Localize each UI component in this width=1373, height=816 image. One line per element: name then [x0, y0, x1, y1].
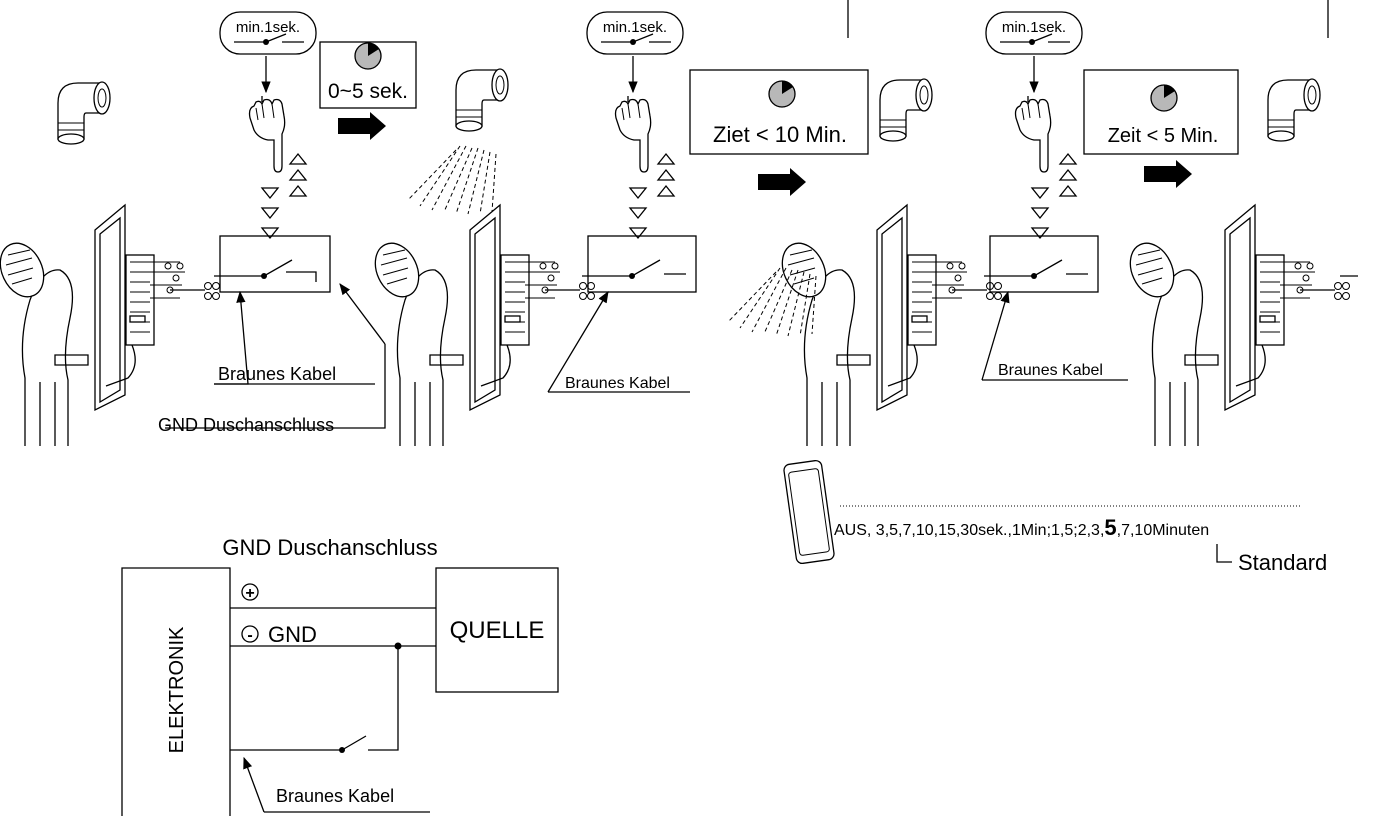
switch-box: [219, 235, 331, 293]
water-spray-icon: [407, 145, 497, 215]
step-3-panel: min.1sek. Braunes Kabel Zeit < 5 Min.: [727, 0, 1329, 447]
default-value: 5: [1104, 515, 1116, 540]
button-duration-label: min.1sek.: [236, 19, 300, 36]
plus-terminal-icon: [241, 583, 259, 601]
smartphone-icon: [783, 459, 835, 565]
pointing-hand-icon: [614, 95, 652, 173]
button-duration-label: min.1sek.: [1002, 19, 1066, 36]
wall-unit-shower-icon: [1121, 204, 1351, 447]
svg-text:-: -: [247, 627, 252, 644]
shower-elbow-icon: [57, 81, 111, 145]
schematic-title: GND Duschanschluss: [222, 535, 437, 560]
clock-icon: [354, 42, 382, 70]
pointing-hand-icon: [1014, 95, 1052, 173]
switch-box: [587, 235, 697, 293]
switch-box: [989, 235, 1099, 293]
arrow-right-icon: [338, 112, 386, 140]
minus-terminal-icon: [241, 625, 259, 643]
default-label: Standard: [1238, 550, 1327, 575]
wiring-schematic: GND Duschanschluss ELEKTRONIK QUELLE + -…: [121, 535, 559, 816]
schematic-cable-label: Braunes Kabel: [276, 786, 394, 806]
shower-elbow-icon: [1267, 78, 1321, 142]
electronics-box: [121, 567, 231, 816]
shower-elbow-icon: [879, 78, 933, 142]
gnd-label: GND: [268, 622, 317, 647]
timer-label: Ziet < 10 Min.: [713, 122, 847, 147]
timer-label: 0~5 sek.: [328, 80, 408, 103]
step-4-panel: [1121, 78, 1358, 447]
wall-unit-shower-icon: [366, 204, 596, 447]
timer-box: [689, 69, 869, 155]
button-duration-label: min.1sek.: [603, 19, 667, 36]
pointing-hand-icon: [248, 95, 286, 173]
clock-icon: [1150, 84, 1178, 112]
arrow-right-icon: [758, 168, 806, 196]
source-box: [435, 567, 559, 693]
arrow-right-icon: [1144, 160, 1192, 188]
brown-cable-label: Braunes Kabel: [565, 375, 670, 392]
step-1-panel: min.1sek. Braunes Kabel GND Duschanschlu…: [0, 11, 417, 447]
brown-cable-label: Braunes Kabel: [998, 362, 1103, 379]
gnd-shower-label: GND Duschanschluss: [158, 415, 334, 435]
wall-unit-shower-icon: [0, 204, 221, 447]
timer-box: [1083, 69, 1239, 155]
timer-label: Zeit < 5 Min.: [1108, 125, 1219, 147]
shower-elbow-icon: [455, 68, 509, 132]
step-2-panel: min.1sek. Braunes Kabel Ziet < 10 Min.: [366, 0, 869, 447]
source-label: QUELLE: [450, 617, 545, 644]
timer-box: [319, 41, 417, 109]
wall-unit-shower-icon: [773, 204, 1003, 447]
svg-text:+: +: [245, 585, 254, 602]
timeout-options: AUS, 3,5,7,10,15,30sek.,1Min;1,5;2,3,5,7…: [834, 515, 1209, 540]
clock-icon: [768, 80, 796, 108]
electronics-label: ELEKTRONIK: [166, 626, 188, 753]
app-settings: AUS, 3,5,7,10,15,30sek.,1Min;1,5;2,3,5,7…: [783, 459, 1327, 575]
brown-cable-label: Braunes Kabel: [218, 364, 336, 384]
